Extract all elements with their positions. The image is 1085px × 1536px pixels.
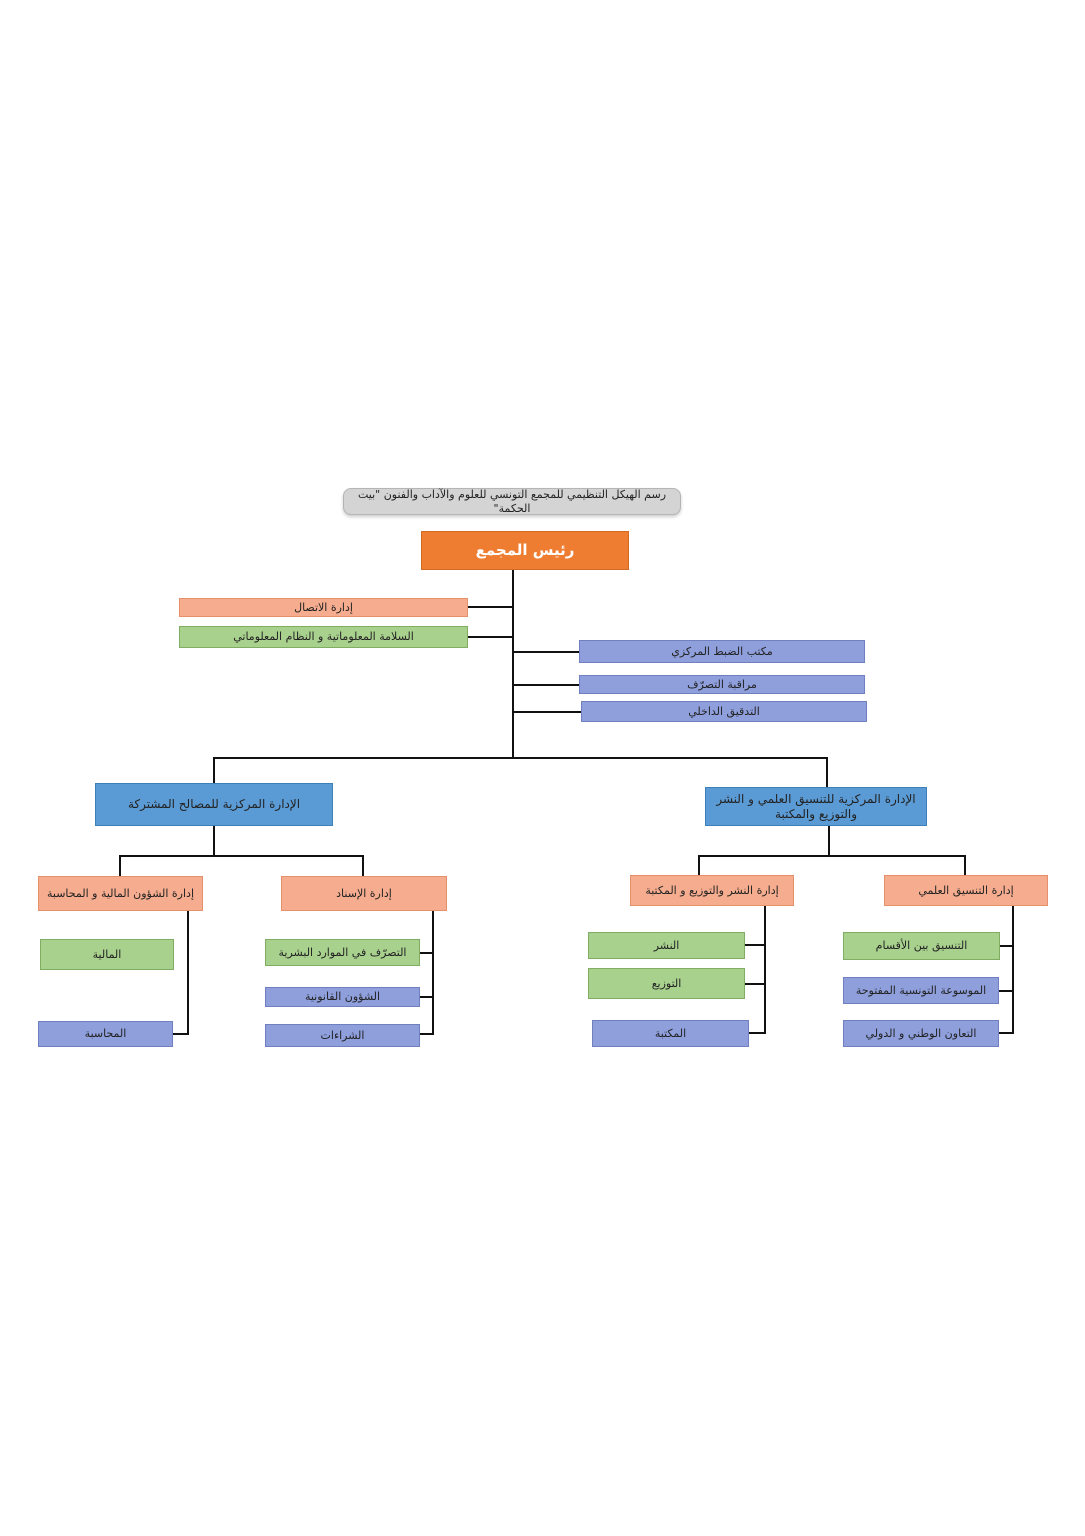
connector-line — [512, 651, 579, 653]
connector-line — [826, 757, 828, 787]
legal-unit-box: الشؤون القانونية — [265, 987, 420, 1007]
connector-line — [828, 826, 830, 856]
encyclopedia-unit-box: الموسوعة التونسية المفتوحة — [843, 977, 999, 1004]
head-box: رئيس المجمع — [421, 531, 629, 570]
connector-line — [187, 911, 189, 1035]
connector-line — [764, 906, 766, 1034]
cooperation-unit-box: التعاون الوطني و الدولي — [843, 1020, 999, 1047]
connector-line — [362, 855, 364, 876]
connector-line — [749, 1032, 766, 1034]
distribution-unit-box: التوزيع — [588, 968, 745, 999]
library-unit-box: المكتبة — [592, 1020, 749, 1047]
connector-line — [213, 826, 215, 856]
connector-line — [432, 911, 434, 1035]
connector-line — [119, 855, 121, 876]
scientific-dept-box: إدارة التنسيق العلمي — [884, 875, 1048, 906]
support-dept-box: إدارة الإسناد — [281, 876, 447, 911]
publishing-dept-box: إدارة النشر والتوزيع و المكتبة — [630, 875, 794, 906]
connector-line — [119, 855, 364, 857]
management-control-box: مراقبة التصرّف — [579, 675, 865, 694]
chart-title: رسم الهيكل التنظيمي للمجمع التونسي للعلو… — [343, 488, 681, 515]
finance-unit-box: المالية — [40, 939, 174, 970]
scientific-coordination-directorate-box: الإدارة المركزية للتنسيق العلمي و النشر … — [705, 787, 927, 826]
connector-line — [420, 952, 434, 954]
departments-coordination-unit-box: التنسيق بين الأقسام — [843, 932, 1000, 960]
connector-line — [745, 944, 766, 946]
connector-line — [512, 711, 581, 713]
hr-unit-box: التصرّف في الموارد البشرية — [265, 939, 420, 966]
accounting-unit-box: المحاسبة — [38, 1021, 173, 1047]
connector-line — [745, 983, 766, 985]
internal-audit-box: التدقيق الداخلي — [581, 701, 867, 722]
shared-services-directorate-box: الإدارة المركزية للمصالح المشتركة — [95, 783, 333, 826]
connector-line — [999, 990, 1014, 992]
connector-line — [468, 606, 513, 608]
connector-line — [1000, 945, 1014, 947]
publishing-unit-box: النشر — [588, 932, 745, 959]
connector-line — [999, 1032, 1014, 1034]
connector-line — [512, 684, 579, 686]
connector-line — [173, 1033, 189, 1035]
communication-dept-box: إدارة الاتصال — [179, 598, 468, 617]
procurement-unit-box: الشراءات — [265, 1024, 420, 1047]
finance-dept-box: إدارة الشؤون المالية و المحاسبة — [38, 876, 203, 911]
connector-line — [512, 570, 514, 758]
connector-line — [213, 757, 215, 783]
connector-line — [420, 1033, 434, 1035]
it-security-box: السلامة المعلوماتية و النظام المعلوماتي — [179, 626, 468, 648]
connector-line — [964, 855, 966, 875]
connector-line — [698, 855, 700, 875]
central-registry-box: مكتب الضبط المركزي — [579, 640, 865, 663]
connector-line — [420, 996, 434, 998]
connector-line — [698, 855, 966, 857]
connector-line — [213, 757, 828, 759]
connector-line — [1012, 906, 1014, 1034]
connector-line — [468, 636, 513, 638]
